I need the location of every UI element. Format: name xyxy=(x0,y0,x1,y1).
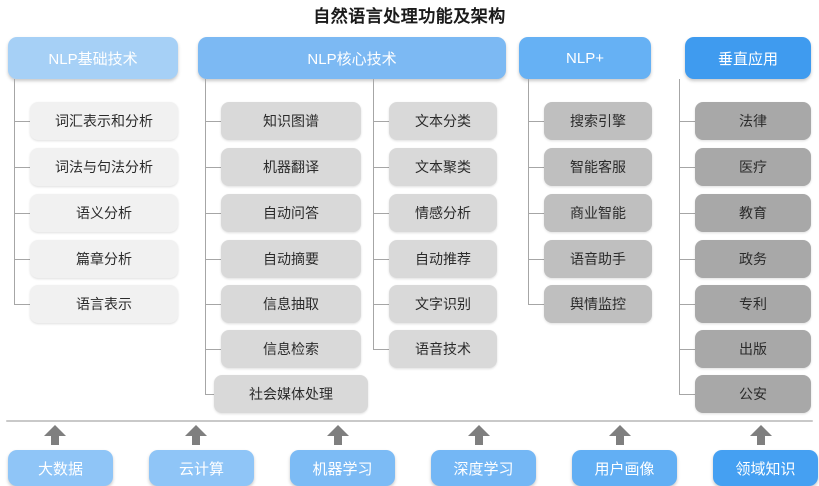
node-item[interactable]: 自动推荐 xyxy=(389,240,497,278)
foundation-block-dl[interactable]: 深度学习 xyxy=(431,450,536,486)
connector-stub xyxy=(14,167,30,168)
foundation-block-bigdata[interactable]: 大数据 xyxy=(8,450,113,486)
connector-stub xyxy=(205,259,221,260)
node-item[interactable]: 机器翻译 xyxy=(221,148,361,186)
connector-stub xyxy=(679,259,695,260)
page-title: 自然语言处理功能及架构 xyxy=(313,7,506,26)
node-item[interactable]: 语音助手 xyxy=(544,240,652,278)
column-header-vertical[interactable]: 垂直应用 xyxy=(685,37,811,79)
node-item[interactable]: 知识图谱 xyxy=(221,102,361,140)
connector-stub xyxy=(205,304,221,305)
connector-trunk-plus xyxy=(528,79,529,304)
connector-stub xyxy=(14,259,30,260)
node-item[interactable]: 搜索引擎 xyxy=(544,102,652,140)
connector-stub xyxy=(679,167,695,168)
connector-stub xyxy=(373,349,389,350)
node-item[interactable]: 信息抽取 xyxy=(221,285,361,323)
node-item[interactable]: 医疗 xyxy=(695,148,811,186)
connector-stub xyxy=(528,259,544,260)
arrow-up-icon xyxy=(327,425,349,447)
connector-stub xyxy=(528,121,544,122)
column-header-plus[interactable]: NLP+ xyxy=(519,37,651,79)
node-item[interactable]: 语言表示 xyxy=(30,285,178,323)
connector-stub xyxy=(373,259,389,260)
node-item[interactable]: 词法与句法分析 xyxy=(30,148,178,186)
connector-stub xyxy=(205,213,221,214)
connector-stub xyxy=(528,304,544,305)
node-item[interactable]: 文本分类 xyxy=(389,102,497,140)
foundation-divider xyxy=(6,420,813,422)
column-header-basic[interactable]: NLP基础技术 xyxy=(8,37,178,79)
node-item[interactable]: 社会媒体处理 xyxy=(214,375,368,413)
arrow-up-icon xyxy=(609,425,631,447)
arrow-up-icon xyxy=(750,425,772,447)
connector-stub xyxy=(373,304,389,305)
arrow-up-icon xyxy=(468,425,490,447)
connector-stub xyxy=(679,304,695,305)
connector-trunk-vertical xyxy=(679,79,680,395)
arrow-up-icon xyxy=(44,425,66,447)
node-item[interactable]: 法律 xyxy=(695,102,811,140)
connector-stub xyxy=(14,121,30,122)
node-item[interactable]: 政务 xyxy=(695,240,811,278)
arrow-up-icon xyxy=(185,425,207,447)
node-item[interactable]: 信息检索 xyxy=(221,330,361,368)
column-header-core[interactable]: NLP核心技术 xyxy=(198,37,506,79)
connector-stub xyxy=(679,121,695,122)
connector-stub xyxy=(528,213,544,214)
connector-stub xyxy=(205,349,221,350)
node-item[interactable]: 自动摘要 xyxy=(221,240,361,278)
node-item[interactable]: 公安 xyxy=(695,375,811,413)
node-item[interactable]: 语义分析 xyxy=(30,194,178,232)
connector-stub xyxy=(14,213,30,214)
connector-stub xyxy=(205,121,221,122)
node-item[interactable]: 情感分析 xyxy=(389,194,497,232)
connector-stub xyxy=(205,394,221,395)
node-item[interactable]: 自动问答 xyxy=(221,194,361,232)
node-item[interactable]: 教育 xyxy=(695,194,811,232)
foundation-block-ml[interactable]: 机器学习 xyxy=(290,450,395,486)
node-item[interactable]: 舆情监控 xyxy=(544,285,652,323)
node-item[interactable]: 语音技术 xyxy=(389,330,497,368)
node-item[interactable]: 文本聚类 xyxy=(389,148,497,186)
connector-stub xyxy=(528,167,544,168)
node-item[interactable]: 篇章分析 xyxy=(30,240,178,278)
foundation-block-cloud[interactable]: 云计算 xyxy=(149,450,254,486)
node-item[interactable]: 商业智能 xyxy=(544,194,652,232)
node-item[interactable]: 专利 xyxy=(695,285,811,323)
connector-trunk-core-a xyxy=(205,79,206,394)
node-item[interactable]: 智能客服 xyxy=(544,148,652,186)
connector-stub xyxy=(373,167,389,168)
connector-stub xyxy=(14,304,30,305)
connector-stub xyxy=(679,394,695,395)
connector-trunk-core-b xyxy=(373,79,374,349)
foundation-block-userprofile[interactable]: 用户画像 xyxy=(572,450,677,486)
connector-stub xyxy=(205,167,221,168)
connector-trunk-basic xyxy=(14,79,15,304)
connector-stub xyxy=(679,349,695,350)
connector-stub xyxy=(373,121,389,122)
foundation-block-domainknowledge[interactable]: 领域知识 xyxy=(713,450,818,486)
node-item[interactable]: 文字识别 xyxy=(389,285,497,323)
connector-stub xyxy=(373,213,389,214)
node-item[interactable]: 出版 xyxy=(695,330,811,368)
connector-stub xyxy=(679,213,695,214)
node-item[interactable]: 词汇表示和分析 xyxy=(30,102,178,140)
